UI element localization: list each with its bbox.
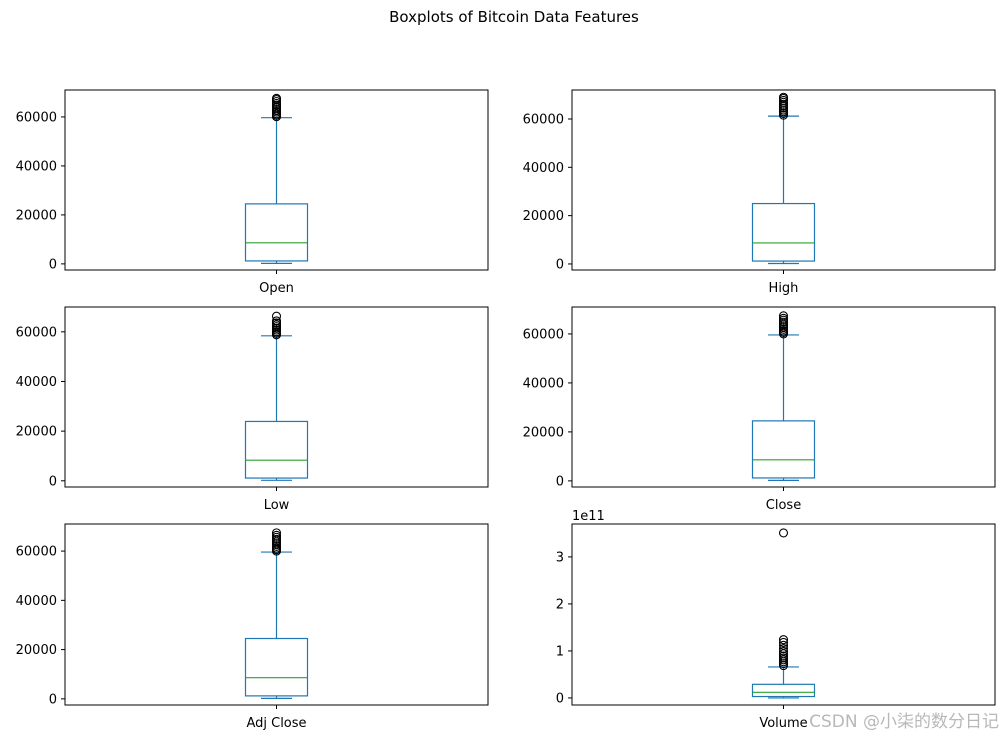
iqr-box: [244, 203, 309, 262]
outlier-point: [271, 528, 282, 538]
iqr-box: [244, 637, 309, 697]
iqr-box: [244, 420, 309, 479]
outlier-point: [271, 311, 282, 321]
outlier-point: [778, 646, 789, 656]
y-tick-label: 2: [556, 597, 564, 612]
y-tick-label: 3: [556, 550, 564, 565]
y-tick-label: 60000: [16, 325, 57, 340]
x-tick-label: Volume: [759, 716, 807, 731]
x-tick-label: Close: [766, 498, 801, 513]
outlier-point: [271, 316, 282, 326]
y-tick-label: 20000: [16, 208, 57, 223]
outlier-point: [271, 93, 282, 103]
y-tick-label: 60000: [16, 110, 57, 125]
outlier-point: [778, 311, 789, 321]
x-tick-label: High: [769, 281, 799, 296]
y-tick-label: 20000: [523, 425, 564, 440]
outlier-point: [778, 644, 789, 654]
outlier-point: [778, 637, 789, 648]
outlier-point: [778, 313, 789, 323]
y-tick-label: 60000: [523, 327, 564, 342]
y-tick-label: 0: [49, 257, 57, 272]
y-tick-label: 40000: [16, 159, 57, 174]
y-tick-label: 20000: [16, 425, 57, 440]
y-tick-label: 0: [49, 474, 57, 489]
watermark: CSDN @小柒的数分日记: [809, 712, 999, 732]
y-tick-label: 40000: [523, 161, 564, 176]
y-tick-label: 0: [556, 691, 564, 706]
y-tick-label: 60000: [16, 545, 57, 560]
y-tick-label: 40000: [16, 594, 57, 609]
y-tick-label: 40000: [523, 376, 564, 391]
outlier-point: [778, 528, 789, 538]
figure-title: Boxplots of Bitcoin Data Features: [389, 8, 639, 26]
x-tick-label: Adj Close: [246, 716, 306, 731]
y-tick-label: 40000: [16, 375, 57, 390]
outlier-point: [271, 530, 282, 540]
iqr-box: [751, 683, 816, 698]
y-tick-label: 20000: [16, 643, 57, 658]
axis-offset-label: 1e11: [572, 509, 605, 524]
x-tick-label: Open: [259, 281, 294, 296]
y-tick-label: 0: [556, 257, 564, 272]
outlier-point: [778, 92, 789, 102]
iqr-box: [751, 420, 816, 479]
outlier-point: [778, 635, 789, 645]
y-tick-label: 0: [556, 474, 564, 489]
outlier-point: [778, 640, 789, 650]
y-tick-label: 1: [556, 644, 564, 659]
iqr-box: [751, 202, 816, 262]
y-tick-label: 20000: [523, 209, 564, 224]
y-tick-label: 0: [49, 692, 57, 707]
x-tick-label: Low: [264, 498, 290, 513]
y-tick-label: 60000: [523, 112, 564, 127]
